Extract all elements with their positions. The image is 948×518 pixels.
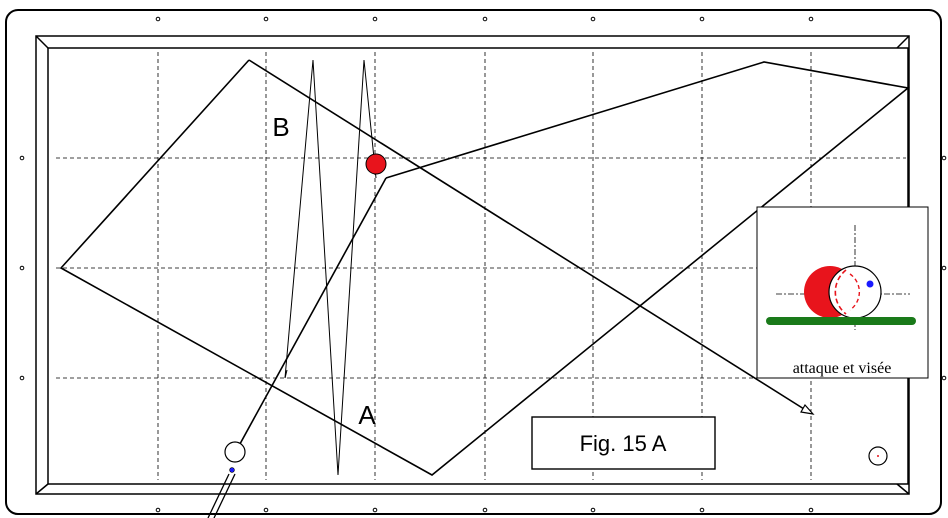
diamond-marker (808, 507, 814, 513)
diamond-marker (372, 16, 378, 22)
trajectory-arrow-line (248, 59, 805, 410)
figure-caption: Fig. 15 A (580, 431, 667, 456)
diamond-marker (699, 16, 705, 22)
cue-tip-marker (229, 467, 235, 473)
diamond-marker (590, 16, 596, 22)
trajectory-cue-line (234, 177, 387, 454)
cue-stick-edge (213, 473, 236, 518)
diamond-marker (482, 16, 488, 22)
figure-caption-box (531, 416, 716, 470)
diamond-marker (482, 507, 488, 513)
diamond-marker (808, 16, 814, 22)
dashed-grid (56, 52, 906, 480)
arrowhead-icon (800, 403, 815, 415)
red-ball-icon (365, 153, 387, 175)
inset-cue-ball (828, 265, 882, 319)
corner-bevel-br (896, 483, 910, 495)
inset-contact-arc (834, 269, 847, 315)
diamond-marker (263, 507, 269, 513)
diamond-marker (19, 375, 25, 381)
corner-bevel-bl (35, 483, 49, 495)
diamond-markers (19, 16, 947, 513)
zigzag-tip (284, 369, 288, 379)
inset-contact-arc (849, 273, 860, 311)
diamond-marker (19, 155, 25, 161)
diamond-marker (699, 507, 705, 513)
inset-caption: attaque et visée (793, 360, 892, 377)
diamond-marker (263, 16, 269, 22)
table-outer-rail (5, 9, 942, 515)
inset-drawing (766, 225, 916, 330)
corner-bevel-tl (35, 35, 49, 49)
trajectory-zigzag (284, 59, 377, 476)
inset-cue-tip-marker (866, 280, 874, 288)
diamond-marker (19, 265, 25, 271)
ball-center-dot (877, 455, 879, 457)
corner-bevel-tr (896, 35, 910, 49)
diamond-marker (941, 375, 947, 381)
trajectory-main (59, 59, 910, 476)
diamond-marker (372, 507, 378, 513)
diamond-marker (941, 265, 947, 271)
diamond-marker (155, 507, 161, 513)
label-a: A (358, 400, 376, 430)
label-b: B (272, 112, 289, 142)
diamond-marker (941, 155, 947, 161)
diamond-marker (155, 16, 161, 22)
diamond-marker (590, 507, 596, 513)
circle-icon (224, 441, 246, 463)
cue-stick-edge (207, 473, 230, 518)
